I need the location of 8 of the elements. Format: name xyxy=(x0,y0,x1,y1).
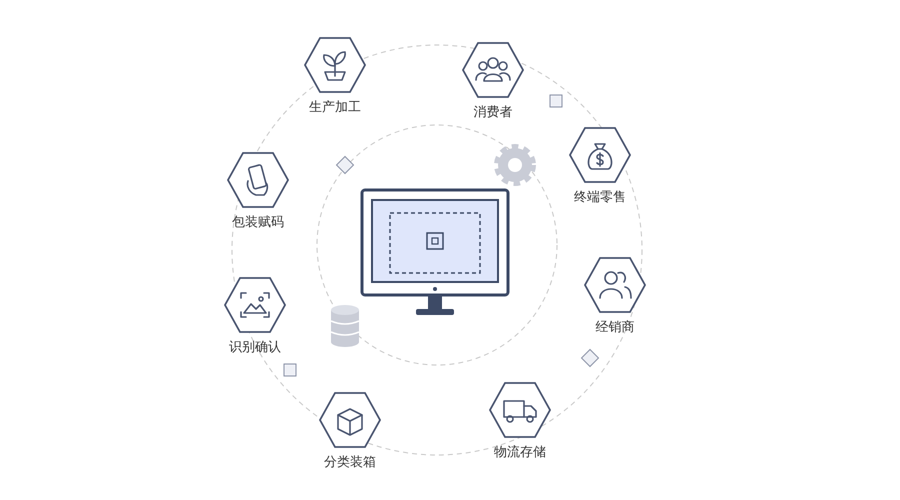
node-label: 识别确认 xyxy=(229,339,281,356)
node-label: 经销商 xyxy=(596,319,634,336)
node-label: 包装赋码 xyxy=(232,214,284,231)
node-label: 分类装箱 xyxy=(324,454,376,471)
node-label: 物流存储 xyxy=(494,444,546,461)
node-label: 消费者 xyxy=(474,104,512,121)
node-label: 生产加工 xyxy=(309,99,361,116)
node-label: 终端零售 xyxy=(574,189,626,206)
